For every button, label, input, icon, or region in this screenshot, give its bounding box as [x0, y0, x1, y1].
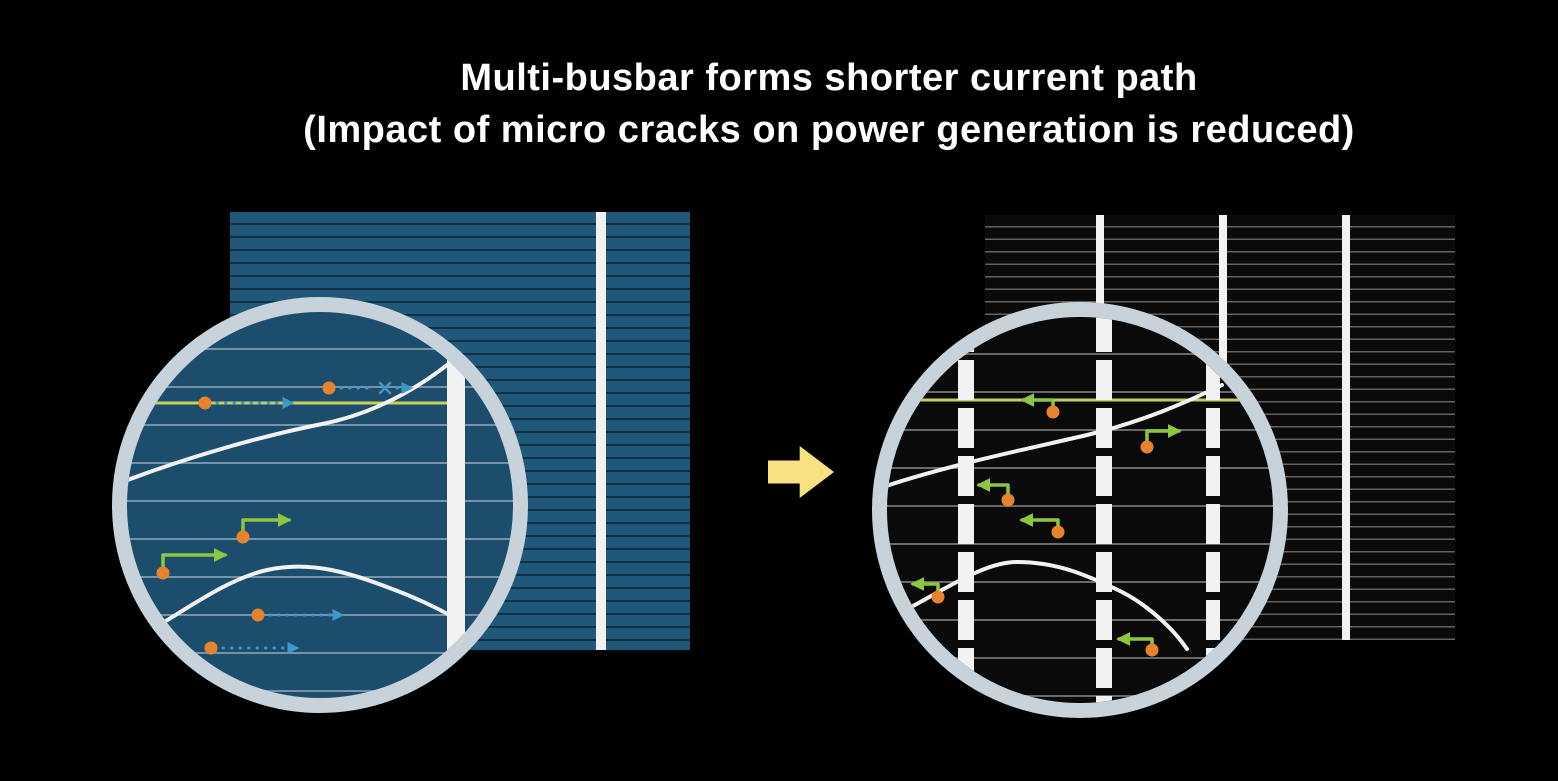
title-line-1: Multi-busbar forms shorter current path: [460, 57, 1198, 99]
electron-dot: [322, 381, 336, 395]
electron-dot: [1001, 493, 1015, 507]
busbar-line: [596, 212, 606, 650]
electron-dot: [251, 608, 265, 622]
blocked-x-mark: [378, 381, 392, 395]
left-magnifier-graphic: [127, 312, 465, 698]
micro-crack-line: [127, 564, 461, 647]
electron-dot: [1140, 440, 1154, 454]
short-current-path: [161, 548, 228, 575]
electron-dot: [236, 530, 250, 544]
micro-crack-line: [887, 383, 1224, 488]
electron-dot: [1145, 643, 1159, 657]
diagram-title: Multi-busbar forms shorter current path …: [100, 52, 1558, 157]
electron-dot: [931, 590, 945, 604]
electron-dot: [1051, 525, 1065, 539]
right-magnifier: [872, 302, 1288, 718]
right-arrow-icon: [768, 446, 834, 498]
electron-dot: [204, 641, 218, 655]
electron-dot: [1046, 405, 1060, 419]
electron-dot: [198, 396, 212, 410]
magnified-busbar: [447, 312, 465, 698]
short-current-path: [241, 513, 292, 539]
left-magnifier: [112, 297, 528, 713]
micro-crack-line: [890, 559, 1189, 651]
electron-dot: [156, 566, 170, 580]
micro-crack-line: [127, 355, 459, 483]
busbar-line: [1342, 215, 1350, 640]
title-line-2: (Impact of micro cracks on power generat…: [303, 109, 1355, 152]
right-magnifier-graphic: [887, 317, 1273, 703]
